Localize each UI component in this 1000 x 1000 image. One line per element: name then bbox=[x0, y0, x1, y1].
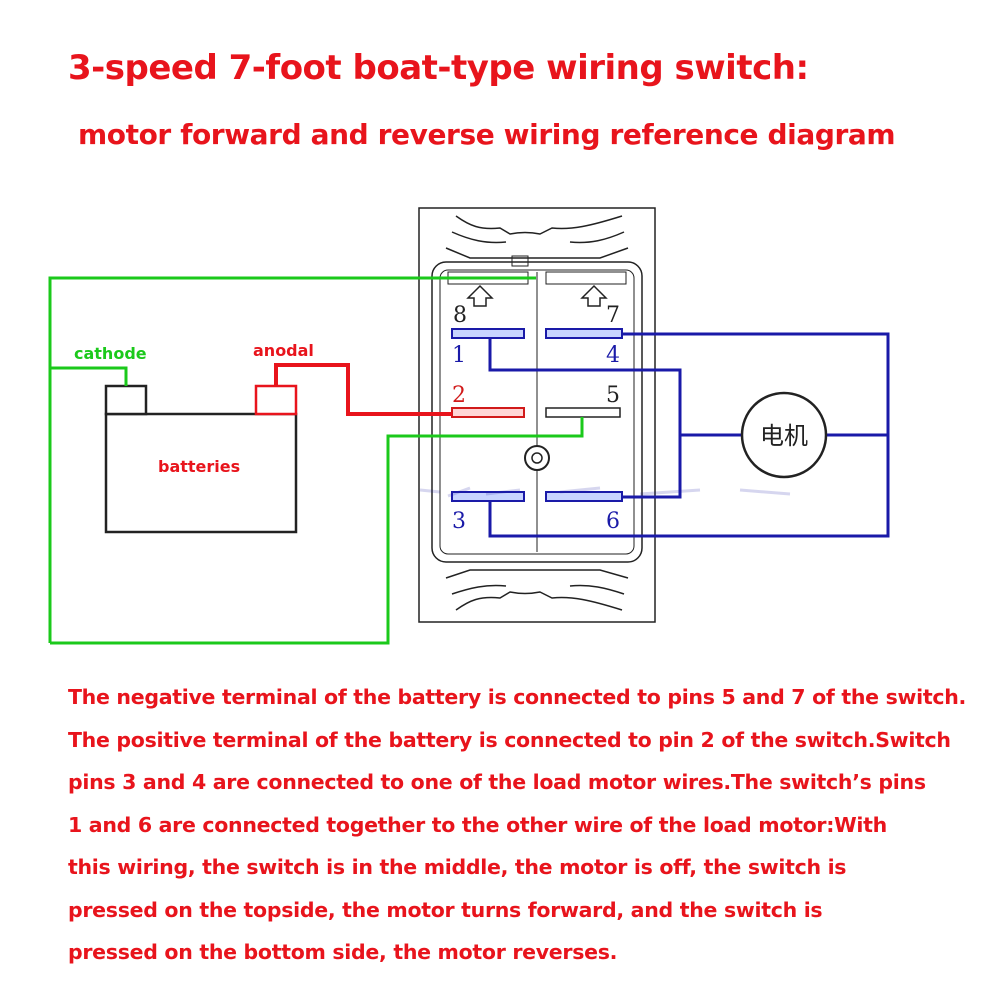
pin-label-4: 4 bbox=[606, 343, 620, 368]
cathode-label: cathode bbox=[74, 344, 147, 363]
description-line: pressed on the bottom side, the motor re… bbox=[68, 940, 618, 964]
battery-body bbox=[104, 412, 298, 534]
pin-terminal-5 bbox=[545, 407, 621, 418]
pin-label-1: 1 bbox=[452, 343, 466, 368]
switch-pivot bbox=[524, 445, 550, 471]
battery-label: batteries bbox=[158, 457, 240, 476]
pin-label-6: 6 bbox=[606, 509, 620, 534]
up-arrow-icon bbox=[466, 284, 494, 307]
pin-label-3: 3 bbox=[452, 509, 466, 534]
wiring-description: The negative terminal of the battery is … bbox=[68, 676, 988, 974]
diagram-subtitle: motor forward and reverse wiring referen… bbox=[78, 118, 896, 151]
description-line: pressed on the topside, the motor turns … bbox=[68, 897, 823, 922]
pin-label-5: 5 bbox=[606, 383, 620, 408]
battery-negative-terminal bbox=[104, 384, 148, 416]
watermark-streak bbox=[419, 486, 791, 498]
pin-terminal-2 bbox=[451, 407, 525, 418]
battery bbox=[104, 384, 298, 534]
description-line: 1 and 6 are connected together to the ot… bbox=[68, 812, 887, 837]
pin-terminal-6 bbox=[545, 491, 623, 502]
anodal-label: anodal bbox=[253, 341, 314, 360]
description-line: The positive terminal of the battery is … bbox=[68, 727, 951, 752]
pin-label-2: 2 bbox=[452, 383, 466, 408]
wiring-diagram: 8 7 1 4 2 5 3 6 batteries cathode anodal bbox=[48, 207, 890, 645]
motor-wire bbox=[488, 332, 890, 538]
description-line: The negative terminal of the battery is … bbox=[68, 685, 966, 709]
description-line: pins 3 and 4 are connected to one of the… bbox=[68, 770, 926, 794]
positive-wire bbox=[274, 363, 452, 416]
description-line: this wiring, the switch is in the middle… bbox=[68, 855, 847, 879]
switch-housing bbox=[418, 207, 656, 623]
diagram-title: 3-speed 7-foot boat-type wiring switch: bbox=[68, 48, 809, 88]
pin-label-7: 7 bbox=[606, 303, 620, 328]
battery-positive-terminal bbox=[254, 384, 298, 416]
up-arrow-icon bbox=[580, 284, 608, 307]
motor-label: 电机 bbox=[760, 422, 808, 450]
negative-wire bbox=[48, 276, 584, 645]
pin-terminal-3 bbox=[451, 491, 525, 502]
pin-label-8: 8 bbox=[453, 303, 467, 328]
pin-terminal-8 bbox=[451, 328, 525, 339]
motor: 电机 bbox=[740, 391, 828, 479]
pin-terminal-7 bbox=[545, 328, 623, 339]
